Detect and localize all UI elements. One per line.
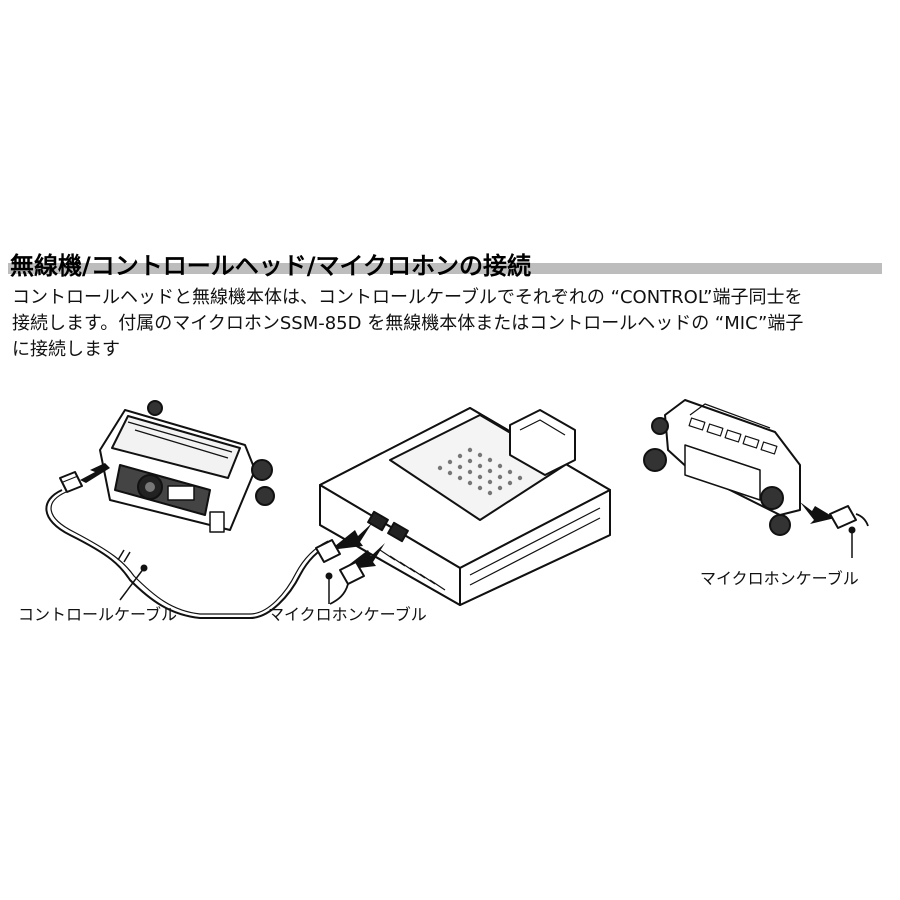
radio-main-body-illustration: [319, 407, 611, 606]
instruction-line-1: コントロールヘッドと無線機本体は、コントロールケーブルでそれぞれの “CONTR…: [12, 287, 803, 308]
instruction-paragraph: コントロールヘッドと無線機本体は、コントロールケーブルでそれぞれの “CONTR…: [12, 285, 892, 363]
mic-cable-plug-main: [329, 561, 365, 605]
control-cable: [45, 489, 331, 619]
control-head-left-illustration: [99, 400, 275, 533]
mic-cable-label-center: マイクロホンケーブル: [268, 605, 427, 624]
section-heading: 無線機/コントロールヘッド/マイクロホンの接続: [8, 244, 882, 280]
instruction-line-2: 接続します。付属のマイクロホンSSM-85D を無線機本体またはコントロールヘッ…: [12, 313, 804, 334]
control-cable-plug-left: [59, 471, 83, 493]
section-title: 無線機/コントロールヘッド/マイクロホンの接続: [10, 252, 532, 280]
connection-diagram: [45, 399, 869, 619]
control-head-right-illustration: [643, 399, 801, 536]
mic-cable-label-right: マイクロホンケーブル: [700, 569, 859, 588]
control-cable-plug-main: [315, 539, 341, 563]
control-cable-label: コントロールケーブル: [18, 605, 178, 624]
instruction-line-3: に接続します: [12, 339, 120, 360]
mic-cable-plug-right: [829, 505, 869, 529]
heading-underline-bar: [8, 263, 882, 274]
